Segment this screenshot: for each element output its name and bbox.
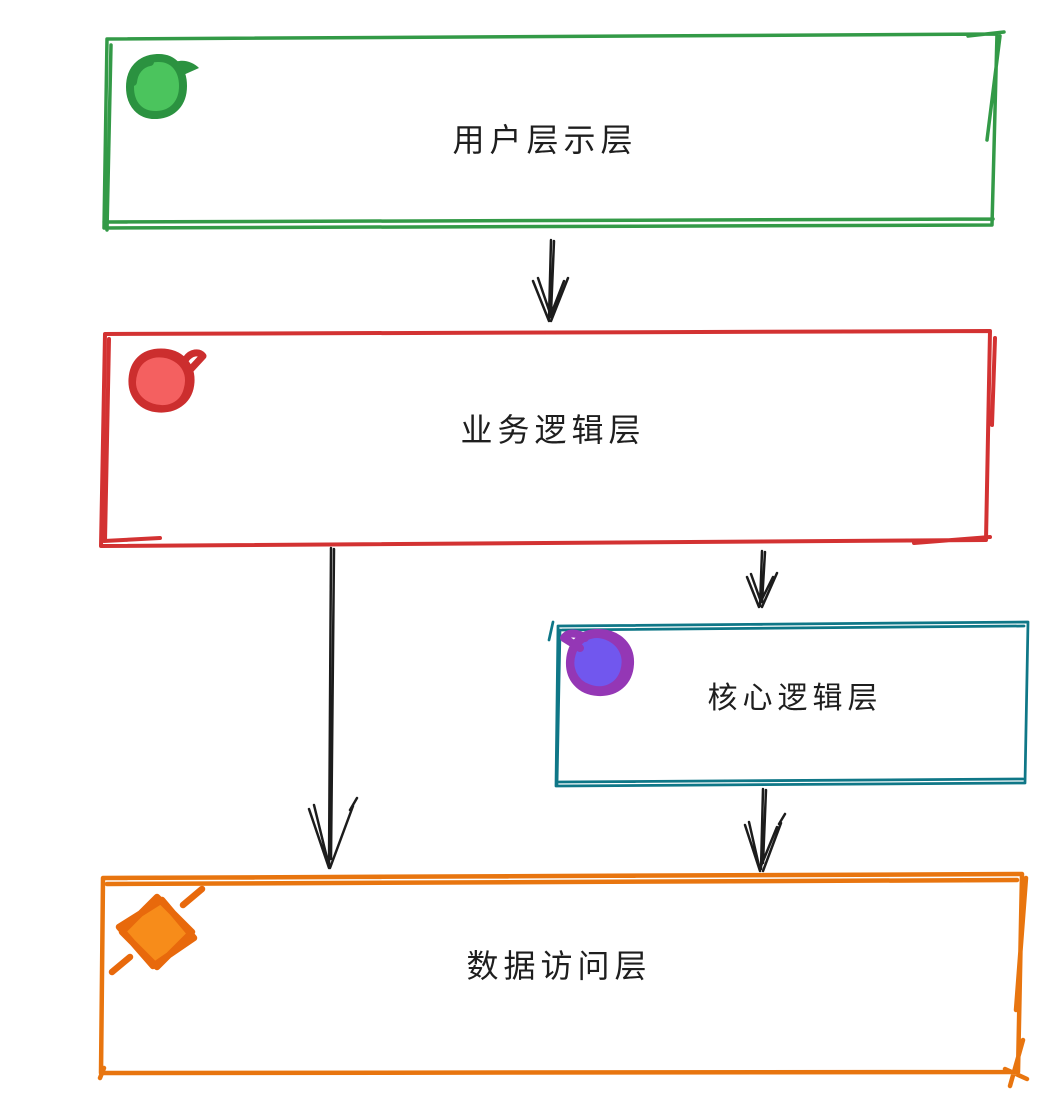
business-logic-layer-label: 业务逻辑层 — [460, 411, 645, 449]
node-core-logic-layer: 核心逻辑层 — [547, 620, 1030, 788]
presentation-box-border — [102, 30, 1006, 232]
icon-outline — [108, 885, 206, 976]
arrow-presentation-to-business — [531, 238, 570, 323]
data-box-border — [97, 871, 1030, 1089]
node-presentation-layer: 用户层示层 — [102, 30, 1006, 232]
arrow-business-to-data — [307, 546, 359, 870]
presentation-layer-label: 用户层示层 — [452, 121, 637, 159]
arrow-core-to-data — [743, 787, 787, 873]
icon-outline — [128, 348, 207, 413]
core-logic-layer-label: 核心逻辑层 — [708, 681, 883, 716]
icon-fill — [131, 59, 182, 114]
node-data-access-layer: 数据访问层 — [97, 871, 1030, 1089]
icon-fill — [125, 900, 189, 964]
icon-tail — [172, 60, 199, 76]
arrow-business-to-core — [745, 549, 779, 609]
purple-scribble-circle-icon — [560, 628, 635, 697]
core-box-border — [547, 620, 1030, 788]
green-scribble-circle-icon — [126, 54, 199, 120]
icon-outline — [560, 628, 635, 697]
icon-fill — [135, 356, 188, 410]
icon-fill — [570, 636, 627, 692]
red-scribble-circle-icon — [128, 348, 207, 413]
orange-scribble-diamond-icon — [108, 885, 206, 976]
data-access-layer-label: 数据访问层 — [466, 947, 651, 985]
business-box-border — [99, 329, 997, 548]
node-business-logic-layer: 业务逻辑层 — [99, 329, 997, 548]
